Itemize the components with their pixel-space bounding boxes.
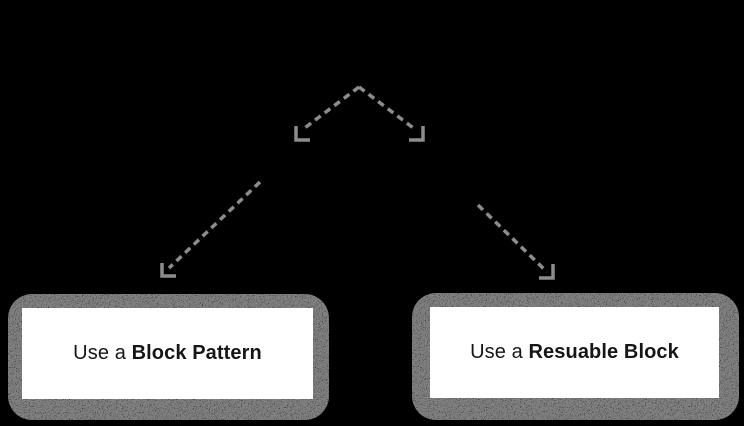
dashed-line-lower-left xyxy=(167,180,262,270)
arrowhead-lower-left-icon xyxy=(160,263,176,278)
option-label-bold: Resuable Block xyxy=(528,341,679,363)
option-label: Use a Resuable Block xyxy=(470,341,679,364)
option-box-reusable-block: Use a Resuable Block xyxy=(430,307,719,398)
option-box-block-pattern: Use a Block Pattern xyxy=(22,308,313,399)
option-label-prefix: Use a xyxy=(470,341,529,363)
arrowhead-lower-right-icon xyxy=(539,264,555,280)
arrowhead-top-right-icon xyxy=(409,126,425,142)
option-label-bold: Block Pattern xyxy=(131,342,262,364)
dashed-line-top-left xyxy=(300,85,361,132)
option-label: Use a Block Pattern xyxy=(73,342,262,365)
arrowhead-top-left-icon xyxy=(294,126,310,142)
dashed-line-top-right xyxy=(357,85,418,132)
dashed-line-lower-right xyxy=(476,203,549,274)
option-label-prefix: Use a xyxy=(73,342,132,364)
